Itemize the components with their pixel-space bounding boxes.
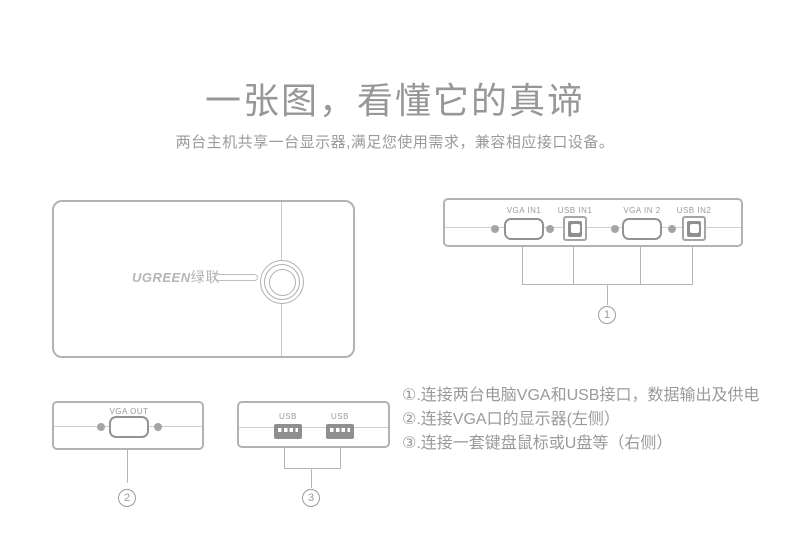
brand-logo: UGREEN绿联	[132, 267, 221, 287]
bracket-line	[284, 448, 285, 468]
switch-button-ring	[264, 264, 300, 300]
switch-button	[260, 260, 304, 304]
usb-a-port-icon	[326, 424, 354, 439]
brand-logo-en: UGREEN	[132, 270, 191, 285]
brand-logo-cn: 绿联	[190, 269, 221, 285]
page-title: 一张图，看懂它的真谛	[204, 80, 585, 121]
callout-badge-1: 1	[598, 306, 616, 324]
vga-port-icon	[109, 416, 149, 438]
usb-a-port-icon	[274, 424, 302, 439]
screw-icon	[611, 225, 619, 233]
bracket-line	[127, 450, 128, 483]
note-item-1: ①.连接两台电脑VGA和USB接口，数据输出及供电	[402, 387, 760, 404]
usb-panel: USB USB	[237, 401, 390, 448]
bracket-line	[340, 448, 341, 468]
device-top-view: UGREEN绿联	[52, 200, 355, 358]
vga-port-icon	[622, 218, 662, 240]
screw-icon	[668, 225, 676, 233]
port-label-vga-out: VGA OUT	[109, 407, 149, 416]
callout-badge-2: 2	[118, 489, 136, 507]
usb-b-port-icon	[682, 216, 706, 241]
bracket-line	[607, 284, 608, 305]
switch-button-center	[268, 268, 296, 296]
vga-port-icon	[504, 218, 544, 240]
page-subtitle: 两台主机共享一台显示器,满足您使用需求，兼容相应接口设备。	[175, 134, 615, 151]
screw-icon	[491, 225, 499, 233]
led-indicator-slot	[215, 274, 258, 281]
bracket-line	[522, 247, 523, 284]
monitor-panel: VGA OUT	[52, 401, 204, 450]
screw-icon	[546, 225, 554, 233]
port-label-usb-a1: USB	[279, 412, 297, 421]
port-label-usb-a2: USB	[331, 412, 349, 421]
port-label-vga-in1: VGA IN1	[506, 206, 542, 215]
usb-panel-midline	[239, 427, 388, 428]
bracket-line	[311, 468, 312, 488]
bracket-line	[573, 247, 574, 284]
note-item-3: ③.连接一套键盘鼠标或U盘等（右侧）	[402, 435, 673, 452]
port-label-usb-in1: USB IN1	[557, 206, 593, 215]
bracket-line	[692, 247, 693, 284]
note-item-2: ②.连接VGA口的显示器(左侧）	[402, 411, 620, 428]
bracket-line	[284, 468, 341, 469]
usb-b-port-icon	[563, 216, 587, 241]
bracket-line	[640, 247, 641, 284]
screw-icon	[154, 423, 162, 431]
screw-icon	[97, 423, 105, 431]
notes-list: ①.连接两台电脑VGA和USB接口，数据输出及供电 ②.连接VGA口的显示器(左…	[402, 384, 759, 456]
port-label-vga-in2: VGA IN 2	[623, 206, 661, 215]
back-panel: VGA IN1 USB IN1 VGA IN 2 USB IN2	[443, 198, 743, 247]
back-panel-midline	[445, 227, 741, 228]
callout-badge-3: 3	[302, 489, 320, 507]
port-label-usb-in2: USB IN2	[676, 206, 712, 215]
